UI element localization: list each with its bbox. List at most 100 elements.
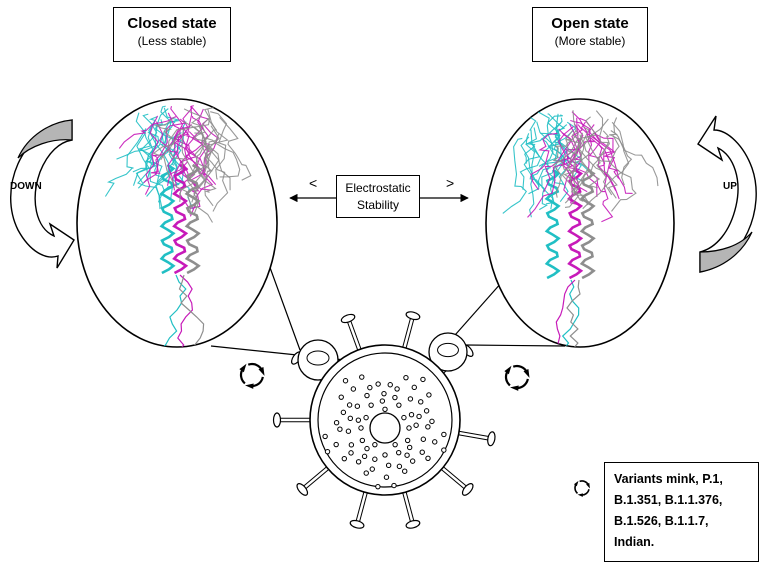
virus-dot	[375, 381, 381, 387]
protein-strand	[566, 138, 618, 199]
protein-strand	[580, 121, 633, 194]
protein-strand	[588, 130, 611, 189]
virus-dot	[394, 386, 400, 392]
closed-state-subtitle: (Less stable)	[137, 34, 207, 48]
variants-line3: B.1.526, B.1.1.7,	[614, 514, 709, 528]
virus-dot	[359, 437, 366, 444]
protein-strand	[530, 132, 558, 191]
virus-dot	[396, 449, 402, 456]
protein-helix	[171, 163, 189, 275]
virus-dot	[413, 422, 419, 428]
virus-dot	[392, 441, 398, 448]
protein-strand	[519, 124, 568, 190]
protein-strand	[198, 106, 215, 173]
protein-stalk	[561, 279, 581, 347]
virus-spike	[272, 412, 311, 428]
open-state-label-box: Open state (More stable)	[532, 7, 648, 62]
protein-strand	[613, 117, 659, 187]
protein-helix	[544, 168, 561, 280]
greater-than-symbol: >	[446, 175, 455, 191]
open-state-title: Open state	[551, 15, 629, 32]
virus-spike	[457, 430, 496, 447]
virus-dot	[441, 431, 447, 438]
virus-dot	[401, 414, 407, 421]
virus-dot	[324, 448, 331, 455]
virus-dot	[345, 428, 352, 434]
virus-particle-icon	[272, 311, 496, 529]
closed-state-zoom	[76, 98, 278, 348]
variants-box: Variants mink, P.1, B.1.351, B.1.1.376, …	[604, 462, 759, 562]
protein-strand	[609, 135, 637, 212]
virus-dot	[420, 376, 426, 383]
virus-dot	[418, 399, 424, 405]
curved-arrow-up-icon	[697, 115, 757, 273]
curved-arrow-down-icon	[10, 119, 75, 269]
protein-strand	[118, 116, 177, 149]
protein-strand	[176, 133, 190, 208]
virus-dot	[429, 418, 435, 425]
virus-dot	[354, 403, 361, 409]
protein-strand	[193, 126, 229, 212]
virus-dot	[387, 382, 393, 388]
protein-strand	[567, 110, 583, 183]
virus-spike	[340, 313, 362, 352]
virus-dot	[379, 398, 386, 404]
protein-strand	[538, 114, 571, 167]
protein-helix	[579, 168, 596, 280]
virus-dot	[350, 386, 357, 392]
virus-dot	[403, 374, 409, 381]
variants-line4: Indian.	[614, 535, 655, 549]
virus-dot	[372, 456, 378, 462]
virus-spike	[296, 465, 330, 496]
virus-dot	[375, 483, 381, 490]
virus-dot	[407, 396, 414, 402]
virus-dot	[347, 415, 354, 422]
protein-strand	[181, 129, 213, 223]
virus-dot	[392, 394, 398, 401]
protein-strand	[143, 115, 159, 184]
virus-dot	[355, 417, 362, 423]
virus-dot	[348, 442, 355, 448]
spike-protein-icon	[104, 105, 252, 347]
virus-dot	[358, 425, 364, 431]
virus-dot	[369, 466, 375, 472]
protein-helix	[184, 163, 201, 275]
protein-strand	[593, 132, 620, 179]
virus-dot	[411, 384, 417, 391]
stability-line1: Electrostatic	[345, 181, 411, 195]
protein-strand	[563, 132, 591, 206]
protein-stalk	[543, 279, 580, 347]
protein-strand	[524, 109, 550, 164]
protein-stalk	[555, 279, 576, 347]
electrostatic-stability-box: Electrostatic Stability	[336, 175, 420, 218]
protein-strand	[561, 130, 579, 208]
protein-strand	[564, 134, 598, 204]
protein-strand	[160, 108, 203, 161]
spike-protein-icon	[502, 109, 659, 347]
virus-dot	[361, 453, 368, 460]
virus-spike	[401, 311, 421, 350]
virus-dot	[419, 449, 425, 455]
virus-dot	[363, 414, 369, 421]
open-state-subtitle: (More stable)	[554, 34, 626, 48]
closed-state-label-box: Closed state (Less stable)	[113, 7, 231, 62]
protein-strand	[527, 126, 574, 218]
virus-dot	[359, 374, 365, 380]
protein-strand	[104, 128, 147, 197]
virus-dot	[372, 441, 378, 448]
virus-spike	[401, 490, 421, 529]
virus-dot	[363, 470, 369, 476]
virus-spike	[440, 465, 474, 496]
virus-dot	[432, 439, 438, 445]
virus-dot	[346, 402, 353, 408]
protein-stalk	[178, 274, 205, 347]
virus-dot	[396, 463, 403, 470]
protein-strand	[137, 129, 163, 184]
protein-strand	[150, 118, 187, 174]
virus-dot	[382, 452, 388, 458]
virus-dot	[342, 378, 349, 384]
virus-dot	[425, 424, 431, 430]
virus-dot	[364, 392, 370, 399]
protein-strand	[595, 110, 612, 162]
virus-dot	[333, 420, 340, 426]
